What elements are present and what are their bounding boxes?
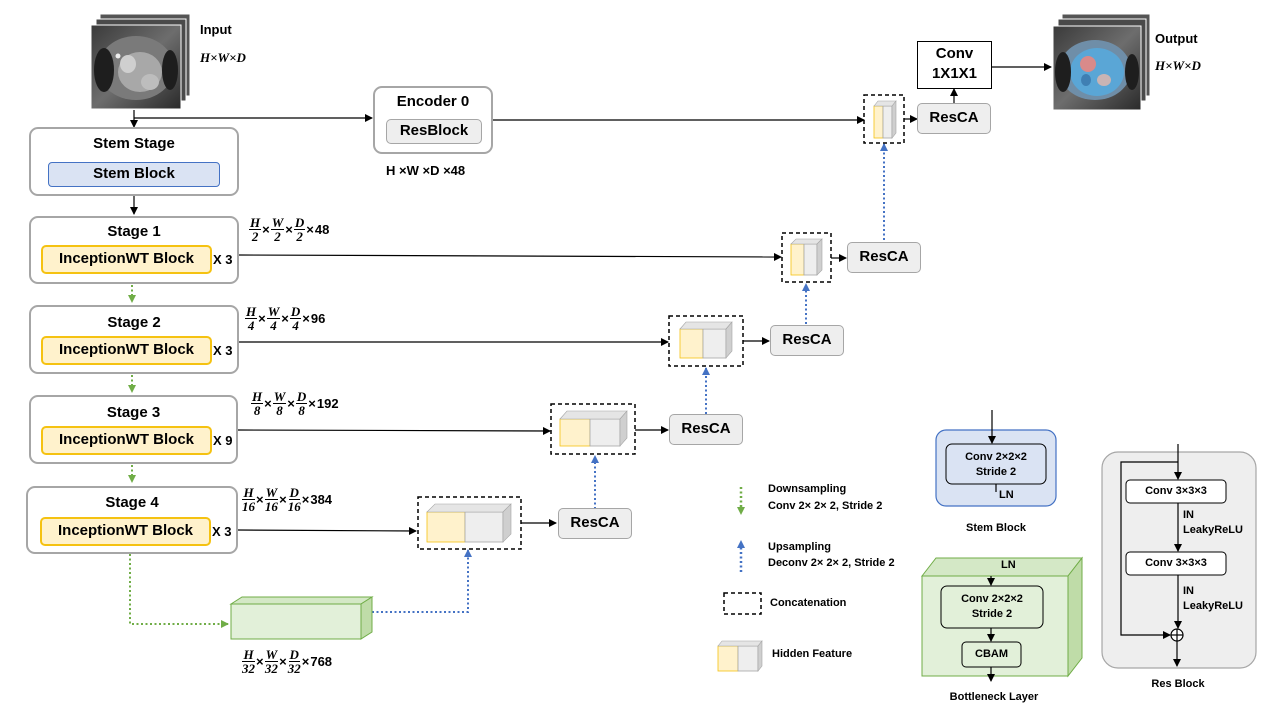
legend-hidden-feature: Hidden Feature: [772, 648, 853, 660]
concat-box-3: [550, 403, 636, 455]
stem-detail-stride: Stride 2: [975, 466, 1017, 478]
encoder0-box: Encoder 0 ResBlock: [373, 86, 493, 154]
stem-stage-title: Stem Stage: [93, 135, 175, 152]
bottleneck-block: [229, 596, 374, 640]
bottleneck-detail-ln: LN: [1001, 559, 1016, 571]
concat-box-4: [417, 496, 522, 550]
res-detail-conv2: Conv 3×3×3: [1145, 557, 1207, 569]
legend-downsampling-desc: Conv 2× 2× 2, Stride 2: [768, 500, 883, 512]
output-label: Output: [1155, 31, 1198, 46]
stage-1-box: Stage 1 InceptionWT Block X 3: [29, 216, 239, 284]
res-detail-graphics: [1101, 444, 1257, 669]
resca-3: ResCA: [669, 414, 743, 445]
output-dims: H×W×D: [1155, 58, 1201, 73]
stage-1-inception-block: InceptionWT Block: [41, 245, 212, 274]
stage-4-multiplier: X 3: [212, 524, 232, 539]
encoder0-title: Encoder 0: [396, 93, 470, 110]
bottleneck-detail-conv: Conv 2×2×2: [961, 593, 1023, 605]
stage-2-multiplier: X 3: [213, 343, 233, 358]
resca-0: ResCA: [917, 103, 991, 134]
stage-2-title: Stage 2: [107, 314, 161, 331]
input-dims: H×W×D: [200, 50, 246, 65]
stage-4-box: Stage 4 InceptionWT Block X 3: [26, 486, 238, 554]
output-segmentation-stack: [1052, 13, 1151, 111]
upsampling-arrows: [372, 143, 888, 613]
stage-4-inception-block: InceptionWT Block: [40, 517, 211, 546]
stem-block: Stem Block: [48, 162, 220, 187]
encoder0-dims: H ×W ×D ×48: [386, 163, 466, 178]
stage-1-title: Stage 1: [107, 223, 161, 240]
stem-stage-box: Stem Stage Stem Block: [29, 127, 239, 196]
legend-graphics: [717, 487, 763, 672]
concat-box-1: [781, 232, 832, 283]
bottleneck-detail-stride: Stride 2: [971, 608, 1013, 620]
resca-1: ResCA: [847, 242, 921, 273]
legend-downsampling-title: Downsampling: [768, 483, 847, 495]
stage-3-inception-block: InceptionWT Block: [41, 426, 212, 455]
bottleneck-detail-graphics: [920, 556, 1084, 682]
stage-2-box: Stage 2 InceptionWT Block X 3: [29, 305, 239, 374]
legend-concatenation: Concatenation: [770, 597, 847, 609]
stage-4-title: Stage 4: [105, 494, 159, 511]
input-label: Input: [200, 22, 232, 37]
conv-line2: 1X1X1: [931, 65, 978, 82]
connector-lines: [130, 63, 1052, 535]
conv-line1: Conv: [935, 45, 974, 62]
stem-detail-graphics: [935, 410, 1057, 507]
concat-box-2: [668, 315, 744, 367]
res-detail-conv1: Conv 3×3×3: [1145, 485, 1207, 497]
res-detail-act-1: LeakyReLU: [1183, 524, 1243, 536]
res-detail-act-2: LeakyReLU: [1183, 600, 1243, 612]
stage-3-box: Stage 3 InceptionWT Block X 9: [29, 395, 238, 464]
resca-2: ResCA: [770, 325, 844, 356]
bottleneck-detail-caption: Bottleneck Layer: [949, 691, 1039, 703]
bottleneck-detail-cbam: CBAM: [975, 648, 1008, 660]
res-detail-in-1: IN: [1183, 509, 1194, 521]
stage-1-multiplier: X 3: [213, 252, 233, 267]
stage-3-title: Stage 3: [106, 404, 161, 421]
conv-1x1x1-box: Conv 1X1X1: [917, 41, 992, 89]
downsampling-arrows: [128, 285, 229, 628]
legend-upsampling-desc: Deconv 2× 2× 2, Stride 2: [768, 557, 895, 569]
resca-4: ResCA: [558, 508, 632, 539]
concat-box-0: [863, 94, 905, 144]
res-detail-caption: Res Block: [1151, 678, 1205, 690]
input-ct-image-stack: [90, 13, 191, 110]
stage-2-inception-block: InceptionWT Block: [41, 336, 212, 365]
res-detail-in-2: IN: [1183, 585, 1194, 597]
stage-3-multiplier: X 9: [213, 433, 233, 448]
stem-detail-ln: LN: [999, 489, 1014, 501]
resblock-button: ResBlock: [386, 119, 482, 144]
stem-detail-caption: Stem Block: [966, 522, 1026, 534]
stem-detail-conv: Conv 2×2×2: [965, 451, 1027, 463]
legend-upsampling-title: Upsampling: [768, 541, 831, 553]
